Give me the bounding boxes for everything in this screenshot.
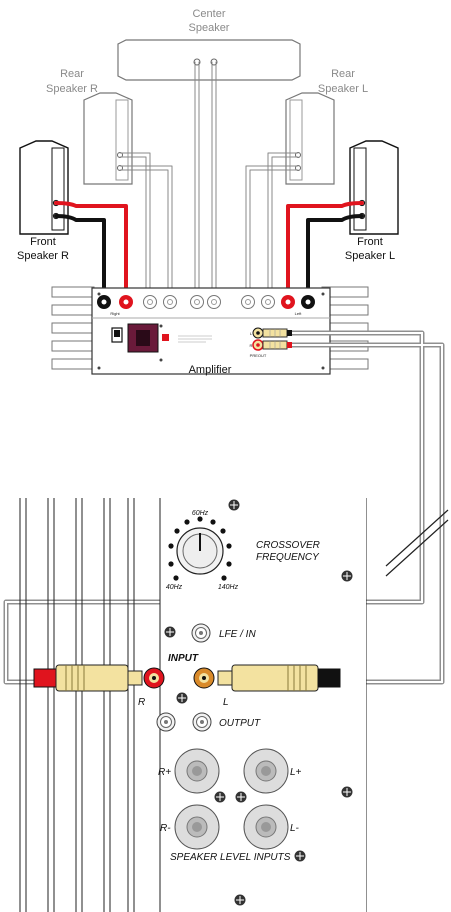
- speaker-terminal-r-minus[interactable]: [174, 804, 220, 850]
- speaker-wires: [54, 61, 364, 298]
- input-label: INPUT: [168, 653, 199, 664]
- rear-speaker-r-label-line2: Speaker R: [46, 83, 98, 95]
- crossover-label-line1: CROSSOVER: [256, 540, 320, 551]
- amplifier: [51, 286, 369, 375]
- rca-plug-l: [217, 664, 341, 692]
- input-jack-r[interactable]: [143, 667, 165, 689]
- preout-label: PREOUT: [250, 353, 267, 358]
- amp-terminal-left-red: [281, 295, 295, 309]
- speaker-level-inputs-label: SPEAKER LEVEL INPUTS: [170, 852, 291, 863]
- front-speaker-r-label-line2: Speaker R: [17, 250, 69, 262]
- subwoofer-panel: [19, 498, 367, 912]
- center-speaker-label-line1: Center: [192, 8, 225, 20]
- output-label: OUTPUT: [219, 718, 261, 729]
- amplifier-label: Amplifier: [189, 364, 232, 376]
- l-plus-label: L+: [290, 767, 302, 778]
- freq-60-label: 60Hz: [192, 510, 209, 517]
- speaker-terminal-r-plus[interactable]: [174, 748, 220, 794]
- rear-speaker-l-label-line1: Rear: [331, 68, 355, 80]
- input-jack-l[interactable]: [193, 667, 215, 689]
- l-minus-label: L-: [290, 823, 300, 834]
- preout-l-label: L: [250, 331, 253, 336]
- speaker-terminal-l-plus[interactable]: [243, 748, 289, 794]
- crossover-knob[interactable]: [176, 527, 224, 575]
- panel-screws: [163, 498, 354, 907]
- rear-speaker-l-label-line2: Speaker L: [318, 83, 368, 95]
- crossover-label-line2: FREQUENCY: [256, 552, 320, 563]
- amp-right-label: Right: [110, 311, 120, 316]
- preout-jack-r: [252, 339, 264, 351]
- rear-speaker-r-label-line1: Rear: [60, 68, 84, 80]
- freq-40-label: 40Hz: [166, 584, 183, 591]
- front-speaker-l: [349, 140, 399, 235]
- preout-jack-l: [252, 327, 264, 339]
- rca-plug-r: [33, 664, 143, 692]
- lfe-in-jack[interactable]: [191, 623, 211, 643]
- input-l-label: L: [223, 697, 229, 708]
- crossover-scale-dots: [168, 516, 232, 581]
- output-jack-r[interactable]: [156, 712, 176, 732]
- amp-terminal-right-black: [97, 295, 111, 309]
- output-jack-l[interactable]: [192, 712, 212, 732]
- front-speaker-l-label-line2: Speaker L: [345, 250, 395, 262]
- input-r-label: R: [138, 697, 145, 708]
- front-speaker-r-label-line1: Front: [30, 236, 56, 248]
- speaker-terminal-l-minus[interactable]: [243, 804, 289, 850]
- amp-left-label: Left: [295, 311, 303, 316]
- lfe-in-label: LFE / IN: [219, 629, 256, 640]
- amp-terminal-left-black: [301, 295, 315, 309]
- front-speaker-r: [19, 140, 69, 235]
- fuse-indicator: [162, 334, 169, 341]
- cable-break-mark: [385, 509, 449, 577]
- rear-speaker-l: [285, 92, 335, 185]
- center-speaker-label-line2: Speaker: [189, 22, 230, 34]
- front-speaker-l-label-line1: Front: [357, 236, 383, 248]
- rear-speaker-r: [83, 92, 133, 185]
- r-plus-label: R+: [158, 767, 171, 778]
- center-speaker: [117, 39, 301, 81]
- preout-r-label: R: [250, 343, 253, 348]
- freq-140-label: 140Hz: [218, 584, 239, 591]
- r-minus-label: R-: [160, 823, 171, 834]
- labels: Center Speaker Rear Speaker R Rear Speak…: [17, 8, 395, 863]
- amp-terminal-right-red: [119, 295, 133, 309]
